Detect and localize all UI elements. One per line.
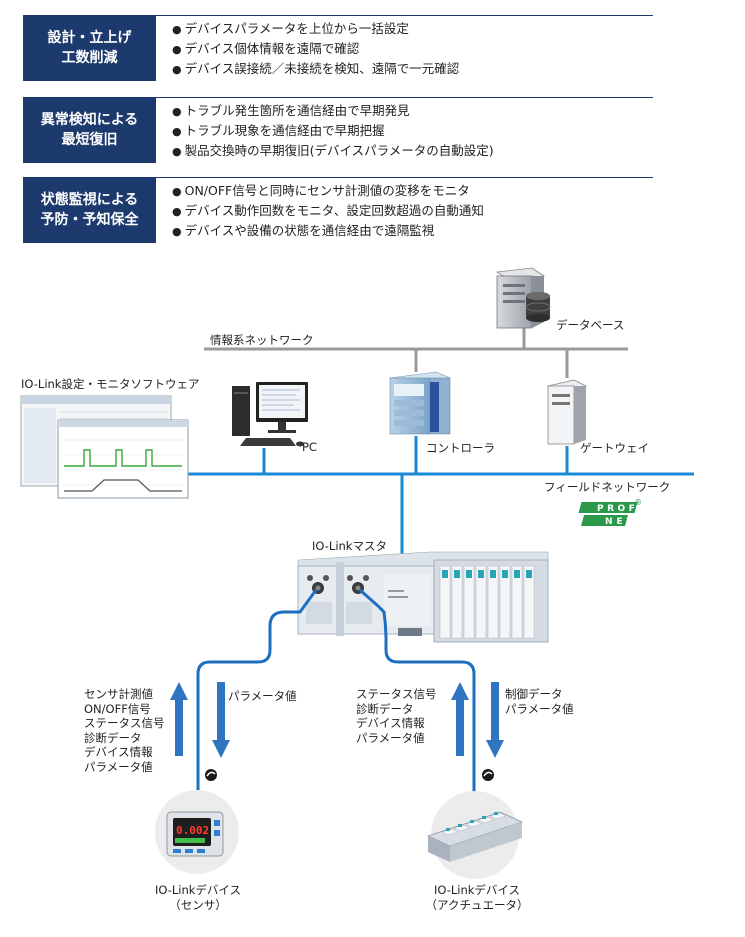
svg-text:PROFI: PROFI	[597, 504, 645, 514]
feature-label: 状態監視による 予防・予知保全	[23, 177, 156, 243]
io-link-logo-icon	[482, 769, 494, 781]
feature-item: デバイス誤接続／未接続を検知、遠隔で一元確認	[172, 59, 460, 79]
sensor-device-icon: 0.002	[155, 790, 239, 874]
feature-divider	[23, 15, 653, 16]
data-item: パラメータ値	[356, 730, 425, 745]
feature-item: トラブル発生箇所を通信経由で早期発見	[172, 101, 494, 121]
feature-divider	[23, 177, 653, 178]
field-network-label: フィールドネットワーク	[544, 480, 671, 494]
pc-label: PC	[302, 440, 317, 454]
data-item: ON/OFF信号	[84, 701, 151, 716]
gateway-icon	[546, 379, 588, 445]
feature-label: 設計・立上げ 工数削減	[23, 15, 156, 81]
feature-item: デバイス個体情報を遠隔で確認	[172, 39, 459, 59]
field-network-line	[180, 436, 694, 554]
feature-item: デバイスパラメータを上位から一括設定	[172, 19, 459, 39]
info-network-label: 情報系ネットワーク	[210, 333, 314, 347]
feature-list: デバイスパラメータを上位から一括設定 デバイス個体情報を遠隔で確認 デバイス誤接…	[172, 19, 460, 79]
feature-item: デバイスや設備の状態を通信経由で遠隔監視	[172, 221, 484, 241]
actuator-upstream-data: ステータス信号 診断データ デバイス情報 パラメータ値	[356, 687, 437, 745]
controller-label: コントローラ	[426, 441, 495, 455]
database-server-icon	[495, 267, 551, 329]
svg-text:NET: NET	[605, 517, 637, 527]
pc-icon	[232, 382, 308, 447]
sensor-downstream-data: パラメータ値	[228, 689, 297, 703]
profinet-logo: PROFI NET ®	[578, 498, 645, 527]
data-item: パラメータ値	[84, 759, 153, 774]
sensor-upstream-data: センサ計測値 ON/OFF信号 ステータス信号 診断データ デバイス情報 パラメ…	[84, 687, 165, 774]
feature-condition-monitoring: 状態監視による 予防・予知保全 ON/OFF信号と同時にセンサ計測値の変移をモニ…	[23, 177, 653, 243]
actuator-device-label: IO-Linkデバイス （アクチュエータ）	[425, 883, 529, 912]
master-label: IO-Linkマスタ	[312, 539, 387, 553]
data-item: センサ計測値	[84, 687, 153, 701]
data-item: パラメータ値	[505, 701, 574, 716]
data-item: 診断データ	[356, 701, 414, 716]
feature-label: 異常検知による 最短復旧	[23, 97, 156, 163]
actuator-device-icon	[426, 791, 524, 879]
data-item: 診断データ	[84, 730, 142, 745]
data-item: デバイス情報	[84, 745, 153, 759]
feature-item: ON/OFF信号と同時にセンサ計測値の変移をモニタ	[172, 181, 484, 201]
io-link-cable	[196, 588, 476, 796]
arrow-down-icon	[212, 682, 230, 758]
feature-fault-recovery: 異常検知による 最短復旧 トラブル発生箇所を通信経由で早期発見 トラブル現象を通…	[23, 97, 653, 163]
arrow-down-icon	[486, 682, 504, 758]
arrow-up-icon	[451, 682, 469, 756]
feature-item: デバイス動作回数をモニタ、設定回数超過の自動通知	[172, 201, 484, 221]
io-link-logo-icon	[205, 769, 217, 781]
sensor-device-label: IO-Linkデバイス （センサ）	[154, 883, 242, 912]
io-link-master-icon	[297, 551, 549, 643]
svg-text:®: ®	[634, 498, 642, 507]
data-item: 制御データ	[505, 687, 563, 701]
data-item: デバイス情報	[356, 716, 425, 730]
controller-icon	[388, 371, 452, 435]
feature-list: ON/OFF信号と同時にセンサ計測値の変移をモニタ デバイス動作回数をモニタ、設…	[172, 181, 484, 241]
actuator-downstream-data: 制御データ パラメータ値	[505, 687, 574, 716]
feature-item: トラブル現象を通信経由で早期把握	[172, 121, 494, 141]
data-item: ステータス信号	[84, 716, 165, 730]
arrow-up-icon	[170, 682, 188, 756]
info-network-line	[204, 326, 628, 378]
software-screenshot-icon	[20, 395, 189, 499]
feature-design-setup: 設計・立上げ 工数削減 デバイスパラメータを上位から一括設定 デバイス個体情報を…	[23, 15, 653, 81]
svg-text:0.002: 0.002	[176, 824, 209, 837]
feature-item: 製品交換時の早期復旧(デバイスパラメータの自動設定)	[172, 141, 494, 161]
data-item: ステータス信号	[356, 687, 437, 701]
feature-divider	[23, 97, 653, 98]
gateway-label: ゲートウェイ	[580, 441, 649, 455]
feature-list: トラブル発生箇所を通信経由で早期発見 トラブル現象を通信経由で早期把握 製品交換…	[172, 101, 494, 161]
software-label: IO-Link設定・モニタソフトウェア	[21, 377, 200, 391]
database-label: データベース	[556, 318, 625, 332]
